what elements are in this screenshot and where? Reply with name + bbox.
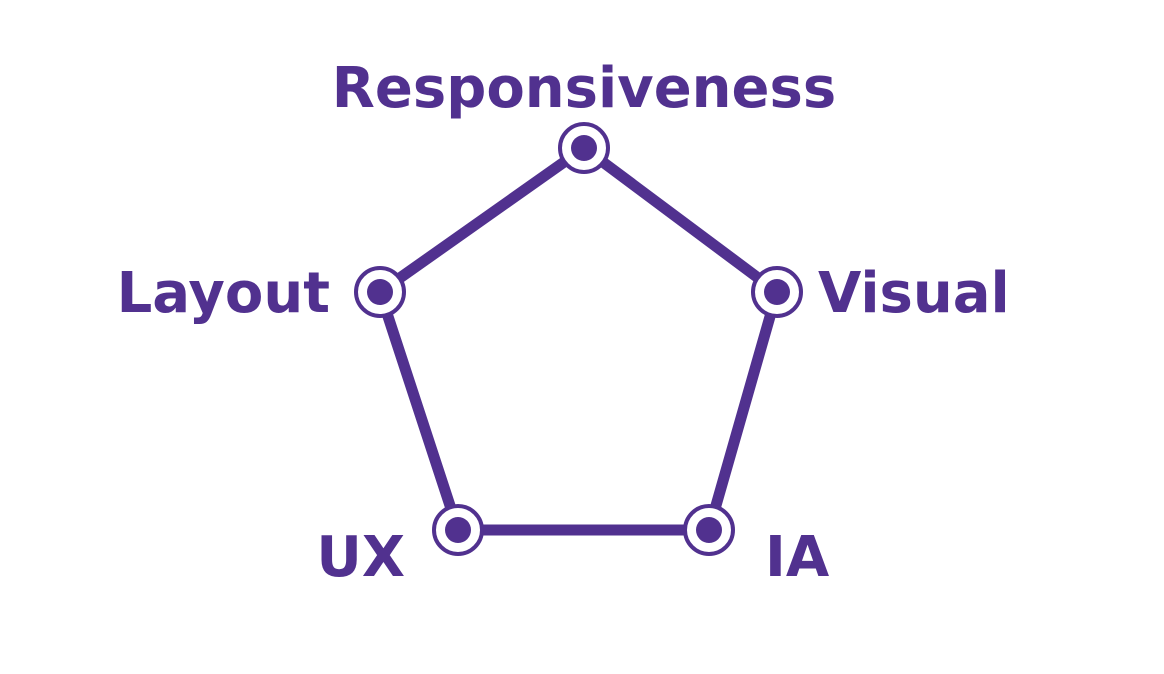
label-layout: Layout [117, 261, 330, 326]
edge-ux-layout [374, 286, 464, 536]
label-visual: Visual [818, 261, 1010, 326]
node-dot-responsiveness [571, 135, 597, 161]
node-labels: Responsiveness Visual IA UX Layout [117, 56, 1010, 590]
node-responsiveness [558, 122, 610, 174]
node-dot-layout [367, 279, 393, 305]
node-ux [432, 504, 484, 556]
edge-visual-ia [703, 286, 783, 536]
edge-responsiveness-visual [578, 142, 783, 298]
node-layout [354, 266, 406, 318]
edge-layout-responsiveness [374, 142, 590, 298]
label-ux: UX [316, 525, 405, 590]
node-dot-ia [696, 517, 722, 543]
pentagon-nodes [354, 122, 803, 556]
node-ia [683, 504, 735, 556]
node-visual [751, 266, 803, 318]
pentagon-edges [374, 142, 783, 536]
node-dot-visual [764, 279, 790, 305]
label-responsiveness: Responsiveness [332, 56, 836, 121]
node-dot-ux [445, 517, 471, 543]
label-ia: IA [765, 525, 830, 590]
